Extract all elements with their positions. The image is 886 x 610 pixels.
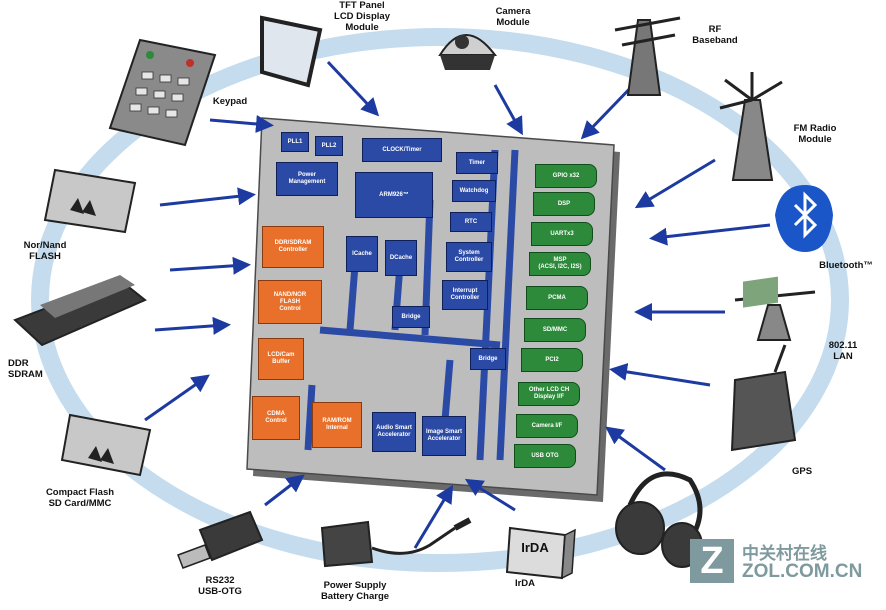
bluetooth-logo-image xyxy=(775,185,833,252)
interface-block-4: PCMA xyxy=(526,286,588,310)
interface-block-8: Camera I/F xyxy=(516,414,578,438)
watchdog-block: Watchdog xyxy=(452,180,496,202)
pll2-block: PLL2 xyxy=(315,136,343,156)
nand-controller-block: NAND/NOR FLASH Control xyxy=(258,280,322,324)
keypad-label: Keypad xyxy=(212,96,248,107)
ddr-label: DDR SDRAM xyxy=(8,358,43,380)
arrow-tft xyxy=(326,60,380,117)
power-supply-image xyxy=(320,517,472,568)
audio-accelerator-block: Audio Smart Accelerator xyxy=(372,412,416,452)
irda-device-image xyxy=(505,526,576,580)
cf-label: Compact Flash SD Card/MMC xyxy=(45,487,115,509)
arrow-camera xyxy=(493,84,523,136)
ram-rom-block: RAM/ROM Internal xyxy=(312,402,362,448)
bridge-block-1: Bridge xyxy=(392,306,430,328)
wifi-label: 802.11 LAN xyxy=(828,340,858,362)
flash-label: Nor/Nand FLASH xyxy=(23,240,67,262)
arrow-fm xyxy=(634,158,716,209)
arm-core-block: ARM926™ xyxy=(355,172,433,218)
rs232-label: RS232 USB-OTG xyxy=(198,575,242,597)
timer-block: Timer xyxy=(456,152,498,174)
keypad-image xyxy=(108,38,217,147)
zol-logo-icon: Z xyxy=(690,539,734,583)
clock-timer-block: CLOCK/Timer xyxy=(362,138,442,162)
system-controller-block: System Controller xyxy=(446,242,492,272)
bluetooth-label: Bluetooth™ xyxy=(819,260,873,271)
rf-label: RF Baseband xyxy=(692,24,738,46)
arrow-flash xyxy=(169,256,251,275)
cf-card-image xyxy=(60,413,152,477)
fm-label: FM Radio Module xyxy=(793,123,837,145)
connection-ring xyxy=(31,28,849,572)
irda-box-label: IrDA xyxy=(521,540,549,555)
dcache-block: DCache xyxy=(385,240,417,276)
interface-block-9: USB OTG xyxy=(514,444,576,468)
flash-card-image xyxy=(43,168,137,234)
interface-block-1: DSP xyxy=(533,192,595,216)
arrows xyxy=(144,60,771,549)
watermark-cn: 中关村在线 xyxy=(742,544,827,563)
power-label: Power Supply Battery Charge xyxy=(320,580,390,602)
arrow-bt xyxy=(649,223,771,246)
camera-image xyxy=(438,34,498,70)
usb-stick-image xyxy=(177,510,264,569)
irda-label: IrDA xyxy=(514,578,536,589)
camera-label: Camera Module xyxy=(495,6,531,28)
ddr-module-image xyxy=(13,275,147,347)
icache-block: ICache xyxy=(346,236,378,272)
interface-block-3: MSP (ACSI, I2C, I2S) xyxy=(529,252,591,276)
interface-block-5: SD/MMC xyxy=(524,318,586,342)
fm-tower-image xyxy=(719,72,783,181)
zol-watermark: Z 中关村在线 ZOL.COM.CN xyxy=(690,535,880,595)
arrow-keypad xyxy=(209,115,274,133)
tft-panel-image xyxy=(260,15,323,88)
arrow-flash2 xyxy=(159,187,256,207)
arrow-headset xyxy=(605,426,666,472)
arrow-cf xyxy=(144,374,210,422)
gps-phone-image xyxy=(730,276,797,452)
tft-label: TFT Panel LCD Display Module xyxy=(334,0,390,33)
pll1-block: PLL1 xyxy=(281,132,309,152)
arrow-gps xyxy=(609,362,711,387)
ddr-controller-block: DDR/SDRAM Controller xyxy=(262,226,324,268)
arrow-irda xyxy=(464,478,516,512)
bridge-block-2: Bridge xyxy=(470,348,506,370)
interface-block-6: PCI2 xyxy=(521,348,583,372)
arrow-power xyxy=(413,484,454,549)
watermark-en: ZOL.COM.CN xyxy=(742,561,863,582)
lcd-buffer-block: LCD/Cam Buffer xyxy=(258,338,304,380)
power-management-block: Power Management xyxy=(276,162,338,196)
arrow-ddr xyxy=(154,316,231,335)
rf-tower-image xyxy=(614,16,681,96)
rtc-block: RTC xyxy=(450,212,492,232)
interface-block-0: GPIO x32 xyxy=(535,164,597,188)
cdma-control-block: CDMA Control xyxy=(252,396,300,440)
arrow-rs232 xyxy=(264,474,305,507)
interface-block-7: Other LCD CH Display I/F xyxy=(518,382,580,406)
interface-block-2: UARTx3 xyxy=(531,222,593,246)
headset-image xyxy=(615,471,703,568)
interrupt-controller-block: Interrupt Controller xyxy=(442,280,488,310)
image-accelerator-block: Image Smart Accelerator xyxy=(422,416,466,456)
gps-label: GPS xyxy=(791,466,813,477)
